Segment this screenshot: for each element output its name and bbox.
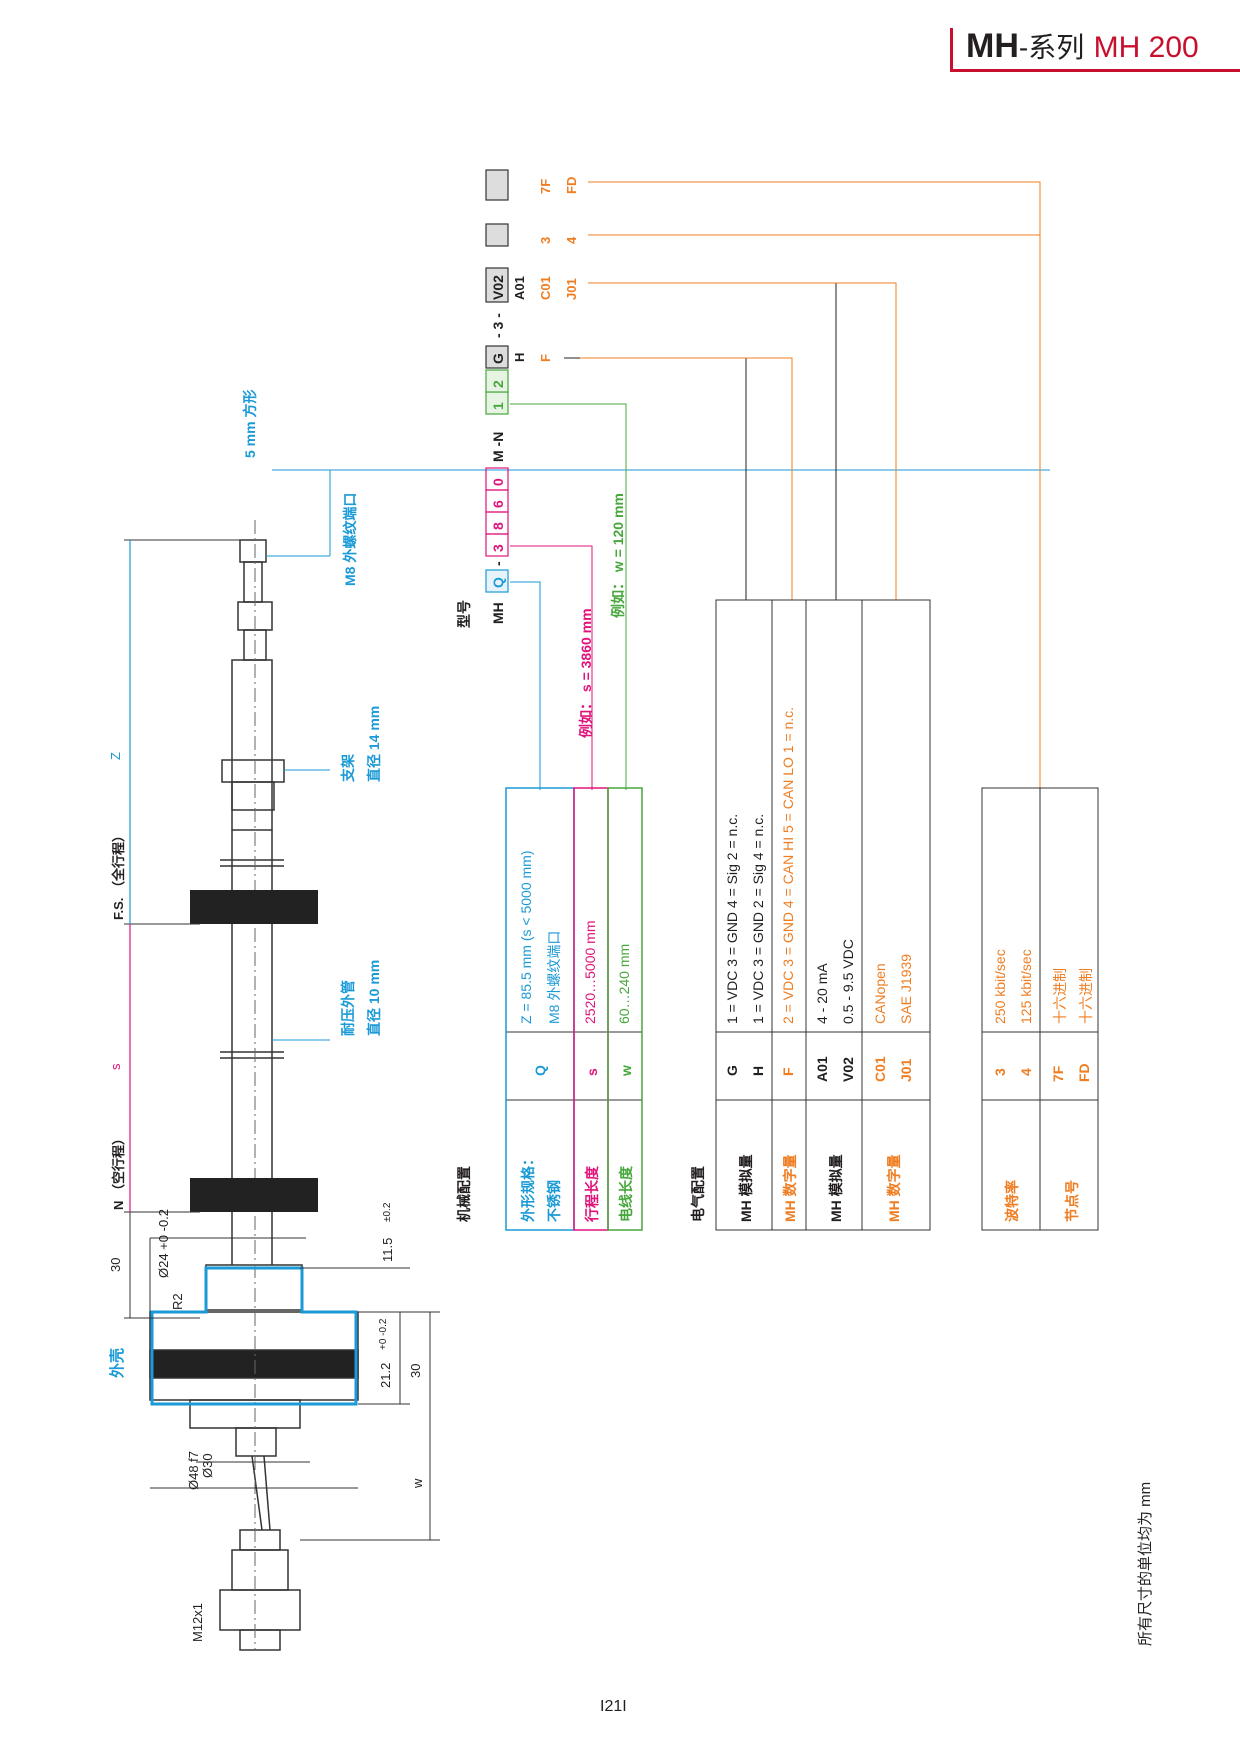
dim-21-2: 21.2	[378, 1362, 393, 1388]
model-prefix: MH	[490, 602, 506, 624]
dim-21-2-tol: +0 -0.2	[378, 1318, 389, 1350]
model-sub-c01: C01	[538, 276, 553, 300]
dim-s: s	[108, 1063, 123, 1071]
header-model: MH 200	[1093, 31, 1199, 64]
model-dash1: -	[490, 561, 506, 566]
baud-row-0-code-1: 4	[1018, 1068, 1034, 1076]
model-w-digit-0: 1	[490, 402, 506, 410]
model-sub-f: F	[538, 354, 553, 362]
model-q: Q	[490, 577, 506, 588]
mech-row-0-name-1: 外形规格：	[520, 1152, 536, 1222]
dim-11-5: 11.5	[380, 1237, 395, 1262]
model-opt-fd: FD	[564, 176, 579, 194]
elec-row-0-code-1: H	[750, 1065, 766, 1076]
tube-label-1: 耐压外管	[340, 980, 356, 1036]
dim-z: Z	[108, 752, 123, 760]
baud-row-0-code-0: 3	[992, 1068, 1008, 1076]
baud-row-1-code-0: 7F	[1050, 1065, 1066, 1082]
port-label: M8 外螺纹端口	[342, 492, 358, 586]
baud-row-1-desc-1: 十六进制	[1078, 968, 1094, 1024]
baud-row-1-code-1: FD	[1076, 1063, 1092, 1082]
header-series: -系列	[1018, 32, 1085, 63]
model-code-title: 型号	[456, 600, 472, 628]
elec-row-1-code: F	[780, 1067, 796, 1076]
baud-row-1-name: 节点号	[1064, 1180, 1080, 1222]
elec-row-0-name: MH 模拟量	[738, 1154, 754, 1222]
model-s-digit-1: 8	[490, 522, 506, 530]
model-s-digit-2: 6	[490, 500, 506, 508]
dim-phi30: Ø30	[200, 1453, 215, 1478]
housing-label: 外壳	[109, 1347, 126, 1378]
model-sub-h: H	[512, 352, 527, 362]
mech-row-0-code: Q	[532, 1065, 548, 1076]
baud-row-1-desc-0: 十六进制	[1052, 968, 1068, 1024]
elec-row-2-desc-0: 4 - 20 mA	[814, 963, 830, 1024]
baud-row-0-desc-0: 250 kbit/sec	[992, 949, 1008, 1024]
model-s-digit-0: 3	[490, 544, 506, 552]
elec-row-3-desc-0: CANopen	[872, 963, 888, 1024]
mech-row-0-desc2: M8 外螺纹端口	[546, 930, 562, 1024]
dim-phi24: Ø24 +0 -0.2	[156, 1208, 171, 1278]
elec-row-0-desc-1: 1 = VDC 3 = GND 2 = Sig 4 = n.c.	[750, 813, 766, 1024]
dim-fs: F.S. （全行程）	[111, 828, 126, 920]
model-opt-4: 4	[564, 236, 579, 244]
dim-m12: M12x1	[190, 1602, 205, 1642]
dim-phi48: Ø48 f7	[186, 1450, 201, 1490]
model-s-digit-3: 0	[490, 478, 506, 486]
model-opt-3: 3	[538, 236, 553, 244]
dim-30-left: 30	[108, 1257, 123, 1272]
dim-30-right: 30	[408, 1363, 423, 1378]
elec-row-2-code-0: A01	[814, 1056, 830, 1082]
example-w: 例如： w = 120 mm	[610, 493, 626, 618]
header-underline	[950, 69, 1240, 72]
model-v02: V02	[490, 275, 506, 300]
elec-row-0-code-0: G	[724, 1065, 740, 1076]
mech-config-title: 机械配置	[456, 1166, 472, 1222]
dim-pm02: ±0.2	[382, 1202, 393, 1222]
baud-row-0-desc-1: 125 kbit/sec	[1018, 949, 1034, 1024]
bracket-label-1: 支架	[340, 754, 356, 782]
dim-n: N （空行程）	[111, 1131, 126, 1210]
dim-w: w	[410, 1478, 425, 1488]
model-g: G	[490, 353, 506, 364]
example-s: 例如： s = 3860 mm	[578, 608, 594, 738]
elec-row-1-desc: 2 = VDC 3 = GND 4 = CAN HI 5 = CAN LO 1 …	[780, 706, 796, 1024]
bracket-label-2: 直径 14 mm	[366, 705, 382, 782]
elec-row-1-name: MH 数字量	[782, 1154, 798, 1222]
elec-row-0-desc-0: 1 = VDC 3 = GND 4 = Sig 2 = n.c.	[724, 813, 740, 1024]
model-dash3: - 3 -	[490, 313, 506, 338]
model-w-digit-1: 2	[490, 380, 506, 388]
mech-row-0-desc1: Z = 85.5 mm (s < 5000 mm)	[518, 850, 534, 1025]
elec-row-3-code-1: J01	[898, 1058, 914, 1082]
mech-row-0-name-2: 不锈钢	[546, 1180, 562, 1222]
mech-row-1-code: s	[584, 1068, 600, 1076]
header-title: MH-系列 MH 200	[966, 26, 1199, 66]
elec-row-3-code-0: C01	[872, 1056, 888, 1082]
baud-row-0-name: 波特率	[1004, 1180, 1020, 1222]
page-number: I21I	[600, 1698, 627, 1715]
mech-row-2-code: w	[618, 1065, 634, 1076]
header-brand: MH	[966, 27, 1019, 65]
elec-row-2-name: MH 模拟量	[828, 1154, 844, 1222]
tube-label-2: 直径 10 mm	[366, 959, 382, 1036]
mech-row-2-name: 电线长度	[618, 1166, 634, 1222]
elec-row-2-desc-1: 0.5 - 9.5 VDC	[840, 939, 856, 1024]
tip-label: 5 mm 方形	[242, 389, 258, 458]
dim-r2: R2	[170, 1293, 185, 1310]
elec-row-2-code-1: V02	[840, 1057, 856, 1082]
model-sub-j01: J01	[564, 278, 579, 300]
model-opt-7f: 7F	[538, 178, 553, 194]
header-bar	[950, 28, 953, 72]
elec-row-3-desc-1: SAE J1939	[898, 953, 914, 1024]
elec-row-3-name: MH 数字量	[886, 1154, 902, 1222]
mech-row-1-name: 行程长度	[584, 1166, 600, 1222]
mech-row-2-desc: 60…240 mm	[616, 943, 632, 1024]
elec-config-title: 电气配置	[690, 1166, 706, 1222]
model-sub-a01: A01	[512, 276, 527, 300]
footnote: 所有尺寸的单位均为 mm	[1137, 1481, 1154, 1646]
page-header: MH-系列 MH 200	[950, 22, 1240, 72]
model-mn: M -N	[490, 431, 506, 462]
mech-row-1-desc: 2520…5000 mm	[582, 920, 598, 1024]
